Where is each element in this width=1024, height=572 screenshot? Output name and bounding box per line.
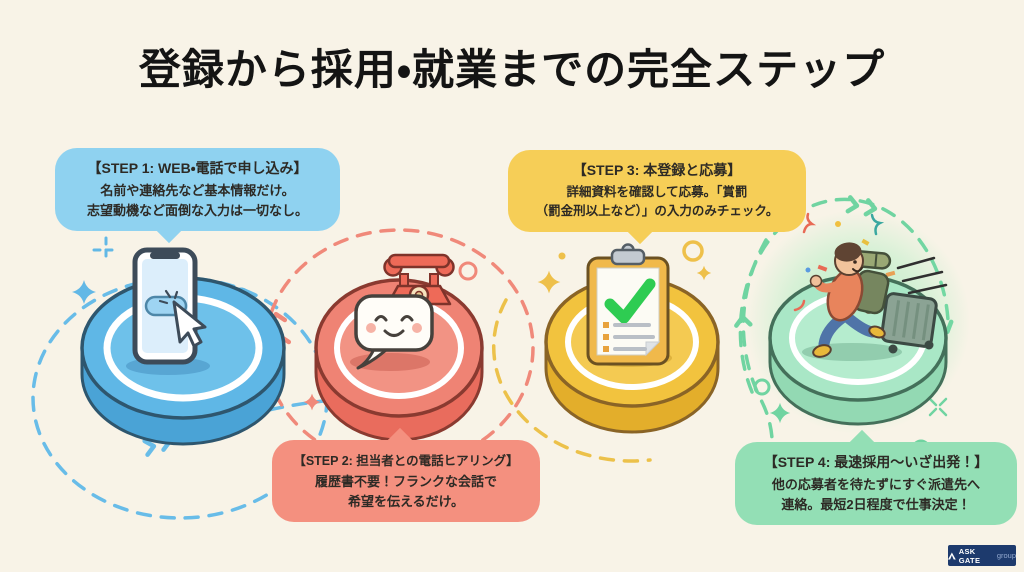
departing-worker-icon: [793, 212, 948, 358]
telephone-chat-icon: [354, 253, 455, 370]
speed-lines: [896, 256, 948, 295]
suitcase-icon: [866, 292, 938, 354]
step2-title: 【STEP 2: 担当者との電話ヒアリング】: [293, 454, 519, 468]
step2-callout: 【STEP 2: 担当者との電話ヒアリング】 履歴書不要！フランクな会話で 希望…: [272, 427, 540, 522]
plus-sparkle-icon: [92, 236, 120, 264]
askgate-logo-mark-icon: [948, 552, 956, 559]
sparkle-icon: [303, 393, 321, 411]
step3-line: （罰金刑以上など）」の入力のみチェック。: [535, 203, 779, 218]
circle-decoration: [458, 261, 478, 281]
step1-line: 志望動機など面倒な入力は一切なし。: [86, 202, 308, 218]
step1-callout: 【STEP 1: WEB・電話で申し込み】 名前や連絡先など基本情報だけ。 志望…: [55, 148, 340, 244]
step3-dashed-arc: [491, 298, 652, 463]
askgate-logo-text: ASK GATE: [958, 546, 981, 565]
step3-callout: 【STEP 3: 本登録と応募】 詳細資料を確認して応募。「賞罰 （罰金刑以上な…: [508, 150, 806, 244]
runner: [809, 242, 892, 358]
askgate-logo: ASK GATE group: [948, 545, 1016, 566]
sparkle-icon: [537, 270, 561, 294]
step1-line: 名前や連絡先など基本情報だけ。: [100, 183, 295, 198]
smartphone-tap-icon: [132, 247, 207, 365]
page-title: 登録から採用・就業までの完全ステップ: [138, 46, 886, 93]
step1-title: 【STEP 1: WEB・電話で申し込み】: [87, 160, 308, 176]
clipboard-check-icon: [586, 243, 670, 366]
askgate-logo-suffix: group: [996, 551, 1016, 560]
checklist-rows: [603, 322, 655, 352]
step4-callout: 【STEP 4: 最速採用〜いざ出発！】 他の応募者を待たずにすぐ派遣先へ 連絡…: [735, 429, 1017, 525]
cursor-icon: [172, 300, 207, 348]
step4-title: 【STEP 4: 最速採用〜いざ出発！】: [763, 454, 989, 470]
step4-line: 連絡。最短2日程度で仕事決定！: [781, 496, 971, 512]
step2-line: 希望を伝えるだけ。: [348, 493, 464, 509]
dot-decoration: [558, 252, 566, 260]
sparkle-icon: [696, 265, 712, 281]
step4-line: 他の応募者を待たずにすぐ派遣先へ: [771, 477, 981, 492]
step3-title: 【STEP 3: 本登録と応募】: [572, 162, 742, 178]
step3-line: 詳細資料を確認して応募。「賞罰: [566, 185, 748, 199]
click-spark-icon: [158, 289, 179, 305]
checkmark-icon: [604, 278, 656, 324]
circle-decoration: [682, 240, 704, 262]
smiling-chat-bubble-icon: [354, 294, 434, 370]
step2-line: 履歴書不要！フランクな会話で: [314, 474, 497, 489]
